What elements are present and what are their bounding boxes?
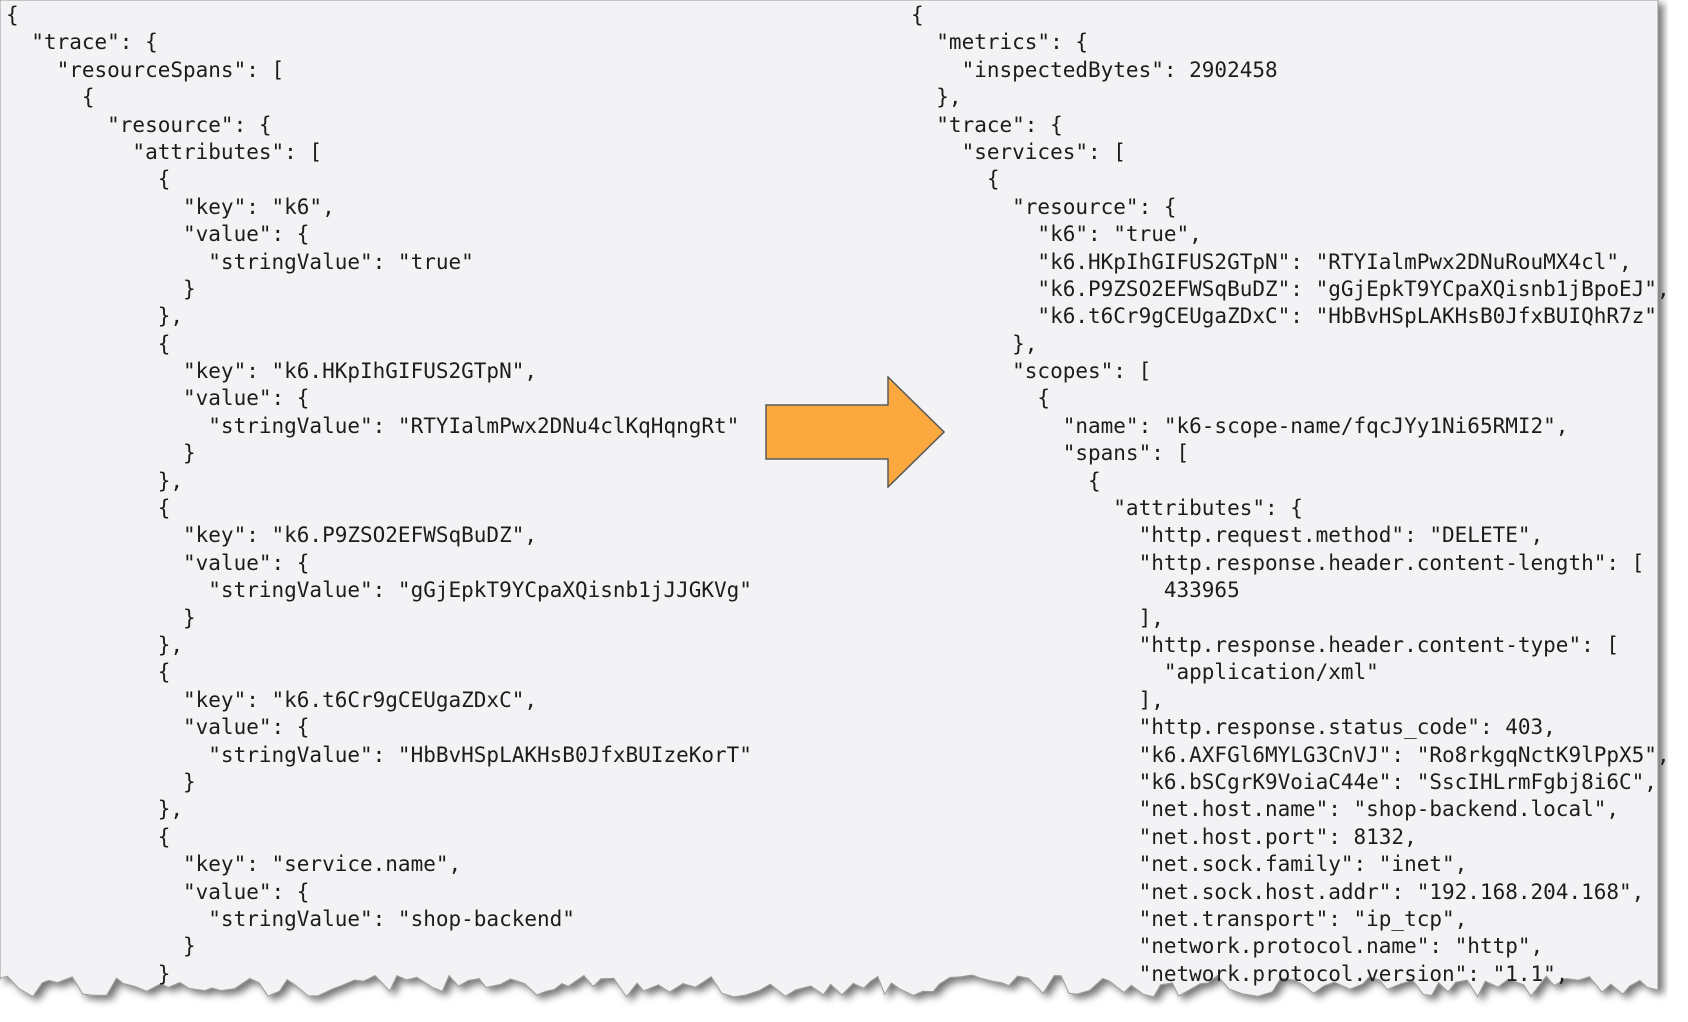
code-line: "k6.t6Cr9gCEUgaZDxC": "HbBvHSpLAKHsB0Jfx… [911,304,1657,329]
code-line: "net.sock.host.addr": "192.168.204.168", [911,879,1645,904]
code-line: { [6,824,171,849]
code-line: }, [911,331,1038,356]
code-line: } [6,605,196,630]
code-line: }, [6,797,184,822]
code-line: "http.response.status_code": 403, [911,715,1556,740]
code-line: { [6,85,95,110]
code-line: "net.host.port": 8132, [911,824,1417,849]
code-line: "network.protocol.name": "http", [911,934,1544,959]
left-json-panel: { "trace": { "resourceSpans": [ { "resou… [6,2,752,988]
right-json-panel: { "metrics": { "inspectedBytes": 2902458… [911,2,1670,988]
code-line: "value": { [6,715,310,740]
code-line: "network.protocol.version": "1.1", [911,961,1569,986]
code-line: { [6,660,171,685]
code-line: { [6,167,171,192]
code-line: "stringValue": "gGjEpkT9YCpaXQisnb1jJJGK… [6,578,752,603]
code-line: "value": { [6,386,310,411]
code-line: { [6,496,171,521]
code-line: } [6,276,196,301]
code-line: "key": "k6.HKpIhGIFUS2GTpN", [6,359,538,384]
code-line: { [911,468,1101,493]
arrow-shape [765,376,945,488]
code-line: { [911,386,1051,411]
code-line: "k6.bSCgrK9VoiaC44e": "SscIHLrmFgbj8i6C"… [911,769,1657,794]
code-line: "k6.HKpIhGIFUS2GTpN": "RTYIalmPwx2DNuRou… [911,249,1632,274]
code-line: }, [6,304,184,329]
code-line: ], [911,687,1164,712]
code-line: ], [911,605,1164,630]
code-line: } [6,441,196,466]
code-line: { [6,3,19,27]
code-line: }, [6,632,184,657]
code-line: "spans": [ [911,441,1190,466]
code-line: { [911,3,924,27]
code-line: "k6.P9ZSO2EFWSqBuDZ": "gGjEpkT9YCpaXQisn… [911,276,1670,301]
code-line: }, [6,468,184,493]
code-line: "services": [ [911,139,1126,164]
code-line: "name": "k6-scope-name/fqcJYy1Ni65RMI2", [911,413,1569,438]
code-line: "net.transport": "ip_tcp", [911,906,1468,931]
code-line: "scopes": [ [911,359,1152,384]
code-line: "http.response.header.content-type": [ [911,632,1620,657]
code-line: }, [911,85,962,110]
code-line: "trace": { [911,112,1063,137]
code-line: { [911,167,1000,192]
code-line: "k6.AXFGl6MYLG3CnVJ": "Ro8rkgqNctK9lPpX5… [911,742,1670,767]
code-line: "http.request.method": "DELETE", [911,523,1544,548]
code-line: "stringValue": "shop-backend" [6,906,575,931]
code-line: "key": "k6", [6,194,335,219]
code-line: "attributes": { [911,496,1303,521]
code-line: 433965 [911,578,1240,603]
code-line: } [6,769,196,794]
code-line: "value": { [6,222,310,247]
code-line: "key": "k6.P9ZSO2EFWSqBuDZ", [6,523,538,548]
code-line: { [6,331,171,356]
code-line: "stringValue": "HbBvHSpLAKHsB0JfxBUIzeKo… [6,742,752,767]
code-line: "key": "service.name", [6,852,462,877]
code-line: "key": "k6.t6Cr9gCEUgaZDxC", [6,687,538,712]
code-line: "value": { [6,550,310,575]
code-line: "resource": { [6,112,272,137]
code-line: "application/xml" [911,660,1379,685]
code-line: "http.response.header.content-length": [ [911,550,1645,575]
right-arrow-icon [765,376,945,488]
code-line: "value": { [6,879,310,904]
code-line: "resource": { [911,194,1177,219]
code-line: "trace": { [6,30,158,55]
code-line: } [6,961,171,986]
code-line: "attributes": [ [6,139,323,164]
code-line: "inspectedBytes": 2902458 [911,57,1278,82]
code-line: } [6,934,196,959]
code-line: "net.sock.family": "inet", [911,852,1468,877]
code-line: "k6": "true", [911,222,1202,247]
code-line: "stringValue": "true" [6,249,474,274]
code-line: "net.host.name": "shop-backend.local", [911,797,1620,822]
code-line: "resourceSpans": [ [6,57,285,82]
code-line: "stringValue": "RTYIalmPwx2DNu4clKqHqngR… [6,413,740,438]
code-line: "metrics": { [911,30,1089,55]
